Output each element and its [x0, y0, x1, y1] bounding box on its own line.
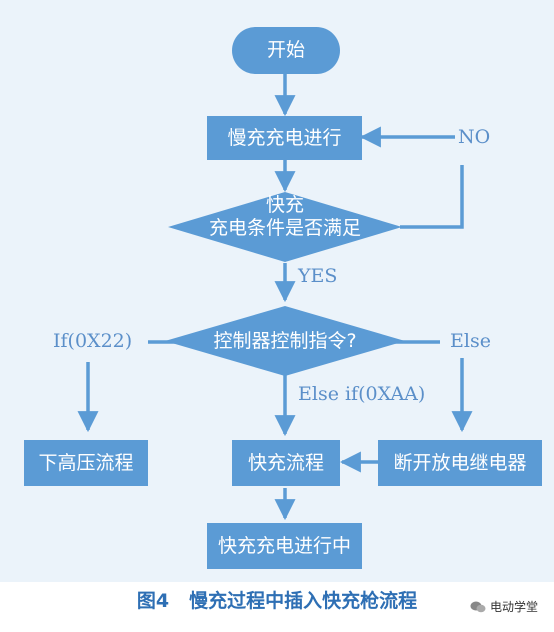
control-check-text: 控制器控制指令?: [213, 330, 357, 352]
control-check-diamond: [165, 306, 405, 376]
label-if-0x22: If(0X22): [53, 330, 133, 352]
condition-text: 快充 充电条件是否满足: [185, 194, 385, 240]
figure-title: 慢充过程中插入快充枪流程: [189, 590, 418, 612]
lower-hv-node: 下高压流程: [24, 440, 148, 486]
condition-diamond: [168, 192, 402, 262]
flowchart-connectors: [77, 74, 473, 521]
watermark-text: 电动学堂: [490, 600, 539, 614]
watermark: 电动学堂: [470, 598, 538, 615]
start-node: 开始: [232, 27, 340, 74]
fast-charging-in-progress-node: 快充充电进行中: [207, 523, 362, 569]
label-else-if-0xaa: Else if(0XAA): [298, 383, 426, 405]
label-yes: YES: [298, 265, 338, 287]
slow-charging-node: 慢充充电进行: [207, 116, 362, 160]
condition-line1: 快充: [265, 194, 304, 216]
label-no: NO: [458, 126, 491, 148]
wechat-icon: [470, 601, 486, 612]
figure-number: 图4: [136, 590, 170, 612]
fast-flow-node: 快充流程: [232, 440, 340, 486]
figure-caption: 图4 慢充过程中插入快充枪流程: [0, 586, 554, 613]
disconnect-relay-node: 断开放电继电器: [378, 440, 542, 486]
label-else: Else: [450, 330, 491, 352]
arrow-no-loop: [400, 165, 464, 229]
condition-line2: 充电条件是否满足: [208, 216, 361, 239]
